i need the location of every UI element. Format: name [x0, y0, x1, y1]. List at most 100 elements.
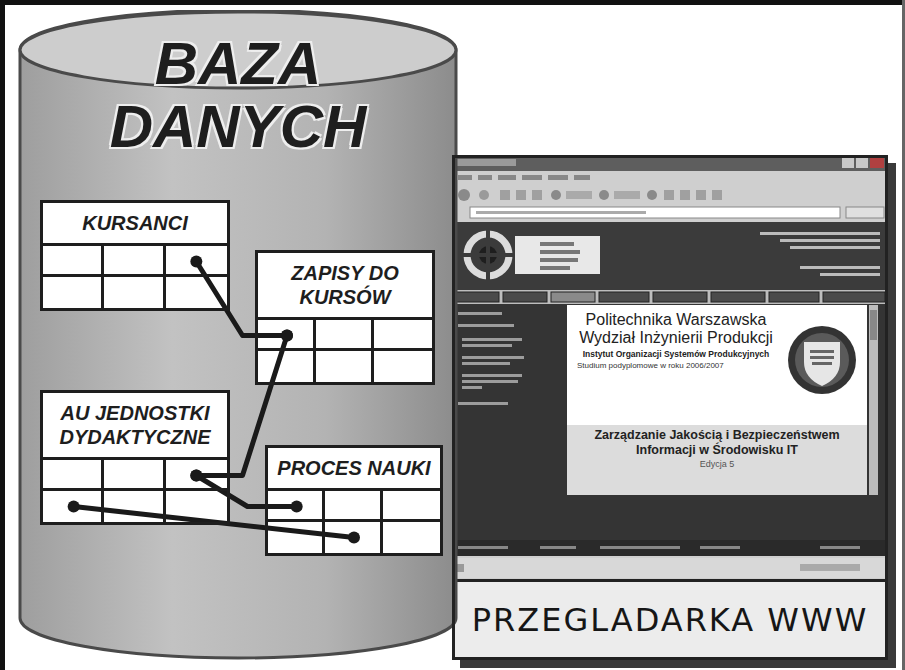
browser-screenshot-part	[500, 190, 510, 200]
browser-screenshot-part	[540, 242, 574, 246]
browser-screenshot-part	[452, 558, 888, 578]
web-page-panel: Politechnika Warszawska Wydział Inżynier…	[567, 305, 867, 493]
relation-dot	[291, 501, 303, 513]
browser-screenshot-part	[574, 175, 590, 180]
table-grid-fill	[268, 491, 440, 553]
browser-screenshot-part-part	[503, 292, 547, 302]
table-name: KURSANCI	[49, 211, 221, 235]
table-header: KURSANCI	[43, 203, 227, 246]
table-cell	[43, 277, 104, 308]
table-cell	[166, 246, 227, 277]
table-cell	[258, 351, 316, 382]
table-cell	[166, 491, 227, 522]
browser-screenshot-part	[452, 222, 888, 290]
browser-screenshot-part-part	[653, 292, 707, 302]
table-cell	[104, 246, 165, 277]
browser-screenshot-part	[455, 292, 885, 302]
page-frame-part	[902, 0, 905, 670]
table-cell	[104, 491, 165, 522]
table-grid	[268, 491, 440, 553]
browser-screenshot-part-part	[458, 402, 508, 405]
browser-screenshot-part	[712, 190, 722, 200]
table-cell	[383, 522, 440, 553]
browser-screenshot-part-part	[462, 344, 512, 347]
browser-screenshot-part	[567, 425, 867, 495]
browser-screenshot-part	[476, 211, 646, 214]
caption-text: PRZEGLADARKA WWW	[472, 604, 869, 636]
table-cell	[374, 351, 432, 382]
browser-screenshot-part	[458, 189, 470, 201]
browser-screenshot-part	[470, 207, 840, 218]
browser-screenshot-part	[452, 304, 888, 540]
browser-screenshot-part	[820, 546, 860, 549]
browser-screenshot-part	[540, 250, 580, 254]
page-text: Zarządzanie Jakością i Bezpieczeństwem I…	[575, 428, 859, 458]
table-box: ZAPISY DO KURSÓW	[255, 250, 435, 385]
page-text: Studium podyplomowe w roku 2006/2007	[577, 361, 775, 371]
table-header: ZAPISY DO KURSÓW	[258, 253, 432, 320]
browser-screenshot-part	[680, 190, 690, 200]
browser-screenshot-part	[804, 342, 840, 386]
browser-screenshot-part	[696, 190, 706, 200]
browser-screenshot-part-part	[462, 362, 510, 365]
table-box: AU JEDNOSTKI DYDAKTYCZNE	[40, 390, 230, 525]
browser-screenshot-part	[856, 158, 868, 168]
browser-screenshot-part	[647, 190, 657, 200]
page-frame-part	[0, 0, 5, 670]
table-cell	[43, 460, 104, 491]
browser-screenshot-part-part	[769, 292, 819, 302]
browser-screenshot-part	[540, 266, 570, 270]
browser-screenshot-part-part	[462, 374, 522, 377]
browser-screenshot-part-part	[599, 292, 649, 302]
browser-screenshot-part	[780, 239, 880, 242]
table-cell	[268, 491, 325, 522]
browser-screenshot-part	[567, 305, 867, 425]
browser-screenshot-part	[515, 236, 600, 274]
browser-screenshot-part	[478, 175, 492, 180]
browser-screenshot-part	[810, 350, 834, 353]
browser-screenshot-part	[551, 190, 561, 200]
browser-screenshot-part-part	[458, 324, 514, 327]
browser-screenshot-part-part	[823, 292, 885, 302]
table-cell	[325, 491, 382, 522]
browser-screenshot-part-part	[462, 356, 524, 359]
table-name: AU JEDNOSTKI DYDAKTYCZNE	[49, 401, 221, 449]
table-box: PROCES NAUKI	[265, 445, 443, 556]
browser-screenshot-part-part	[462, 386, 482, 389]
browser-screenshot-part	[479, 190, 489, 200]
page-text: Edycja 5	[575, 459, 859, 470]
browser-screenshot-part	[760, 232, 880, 235]
table-cell	[104, 277, 165, 308]
page-header-area: Politechnika Warszawska Wydział Inżynier…	[567, 305, 867, 423]
browser-screenshot-part	[522, 175, 542, 180]
browser-screenshot-part	[532, 190, 542, 200]
database-title: BAZA DANYCH	[73, 32, 403, 158]
browser-screenshot-part	[820, 273, 880, 276]
browser-screenshot-part	[614, 191, 640, 199]
browser-screenshot-part	[810, 356, 834, 359]
browser-screenshot-part-part	[551, 292, 595, 302]
table-grid	[43, 246, 227, 308]
table-box: KURSANCI	[40, 200, 230, 311]
relation-dot	[190, 470, 202, 482]
browser-screenshot-part	[800, 564, 860, 571]
table-grid-fill	[43, 246, 227, 308]
browser-screenshot-part	[566, 191, 592, 199]
browser-screenshot-part	[456, 159, 516, 166]
table-cell	[43, 246, 104, 277]
browser-screenshot-part	[700, 546, 740, 549]
database-cylinder: BAZA DANYCH KURSANCI ZAPISY DO KURSÓW AU JE…	[18, 10, 458, 660]
browser-screenshot	[452, 155, 888, 660]
browser-screenshot-part	[870, 158, 884, 168]
browser-screenshot-part	[600, 546, 680, 549]
course-title-band: Zarządzanie Jakością i Bezpieczeństwem I…	[567, 423, 867, 493]
browser-screenshot-part	[846, 207, 884, 218]
table-cell	[43, 491, 104, 522]
page-text: Politechnika Warszawska Wydział Inżynier…	[577, 311, 775, 347]
relation-dot	[281, 330, 293, 342]
relation-dot	[281, 330, 293, 342]
browser-screenshot-part	[599, 190, 609, 200]
browser-screenshot-part-part	[455, 292, 499, 302]
table-cell	[316, 351, 374, 382]
browser-screenshot-part	[458, 175, 472, 180]
